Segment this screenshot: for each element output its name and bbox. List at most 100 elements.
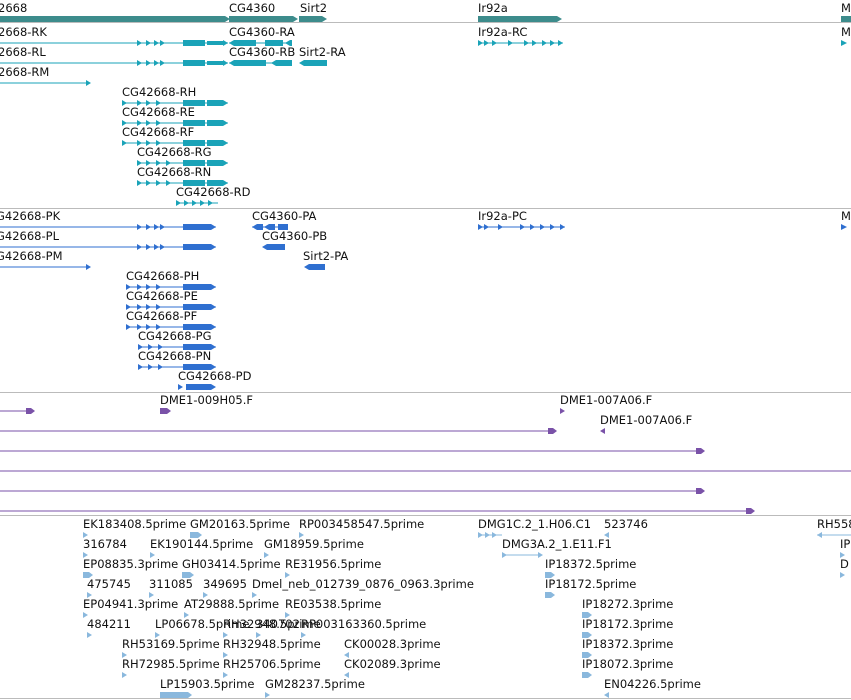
transcript-feature[interactable]: CG42668-PH bbox=[126, 269, 216, 290]
transcript-feature[interactable]: CG4360-PA bbox=[252, 209, 317, 230]
transcript-track-cds: G42668-PK CG4360-PA Ir92a-PC M G42668-PL… bbox=[0, 209, 851, 390]
est-feature[interactable]: 311085 bbox=[149, 577, 193, 598]
transcript-feature[interactable]: CG4360-RA bbox=[229, 25, 295, 46]
transcript-feature[interactable]: Sirt2-RA bbox=[299, 45, 346, 66]
clone-end-glyph bbox=[696, 488, 705, 494]
est-feature[interactable]: 316784 bbox=[83, 537, 127, 558]
est-feature[interactable]: 475745 bbox=[87, 577, 131, 598]
transcript-feature[interactable]: CG42668-PE bbox=[126, 289, 216, 310]
est-feature[interactable]: EP08835.3prime bbox=[83, 557, 178, 578]
est-feature[interactable]: 340702 bbox=[256, 617, 300, 638]
transcript-feature[interactable]: CG42668-RG bbox=[137, 145, 228, 166]
est-feature[interactable]: IP18372.3prime bbox=[582, 637, 673, 658]
est-feature[interactable]: RH558 bbox=[817, 517, 851, 538]
transcript-feature[interactable]: G42668-PL bbox=[0, 229, 216, 250]
est-feature[interactable]: DMG3A.2_1.E11.F1 bbox=[502, 537, 612, 558]
est-feature[interactable]: IP18072.3prime bbox=[582, 657, 673, 678]
transcript-feature[interactable]: CG42668-PG bbox=[138, 329, 216, 350]
est-feature[interactable]: GM18959.5prime bbox=[264, 537, 364, 558]
est-feature[interactable]: RH32948.5prime bbox=[223, 617, 321, 638]
transcript-feature[interactable]: CG42668-RH bbox=[122, 85, 228, 106]
transcript-feature[interactable]: 2668-RM bbox=[0, 65, 91, 86]
gene-glyph[interactable] bbox=[229, 16, 298, 22]
transcript-feature[interactable]: 2668-RK bbox=[0, 25, 228, 46]
clone-feature[interactable] bbox=[0, 408, 35, 414]
est-label: LP06678.5prime bbox=[155, 617, 249, 631]
est-feature[interactable]: RP003458547.5prime bbox=[299, 517, 424, 538]
transcript-feature[interactable]: CG42668-PD bbox=[178, 369, 252, 390]
transcript-feature[interactable]: Ir92a-PC bbox=[478, 209, 565, 230]
exon-glyph bbox=[122, 120, 161, 126]
est-feature[interactable]: GM20163.5prime bbox=[190, 517, 290, 538]
gene-glyph[interactable] bbox=[299, 16, 327, 22]
gene-glyph[interactable] bbox=[0, 16, 230, 22]
est-glyph bbox=[299, 532, 304, 538]
est-feature[interactable]: RP003163360.5prime bbox=[301, 617, 426, 638]
clone-feature[interactable] bbox=[0, 508, 755, 514]
transcript-feature[interactable]: CG42668-RD bbox=[176, 185, 251, 206]
est-feature[interactable]: EK183408.5prime bbox=[83, 517, 186, 538]
gene-feature[interactable]: CG4360 bbox=[229, 1, 298, 22]
est-feature[interactable]: RH72985.5prime bbox=[122, 657, 220, 678]
transcript-feature[interactable]: 2668-RL bbox=[0, 45, 228, 66]
est-feature[interactable]: CK02089.3prime bbox=[344, 657, 441, 678]
est-feature[interactable]: IP18272.3prime bbox=[582, 597, 673, 618]
transcript-feature[interactable]: Ir92a-RC bbox=[478, 25, 563, 46]
exon-glyph bbox=[137, 244, 165, 250]
est-feature[interactable]: RH25706.5prime bbox=[223, 657, 321, 678]
gene-glyph[interactable] bbox=[841, 16, 851, 22]
gene-feature[interactable]: M bbox=[841, 1, 851, 22]
transcript-feature[interactable]: CG42668-PN bbox=[138, 349, 216, 370]
transcript-feature[interactable]: M bbox=[841, 209, 851, 230]
est-feature[interactable]: IP18372.5prime bbox=[545, 557, 636, 578]
exon-glyph bbox=[304, 264, 325, 270]
est-feature[interactable]: EP04941.3prime bbox=[83, 597, 178, 618]
transcript-feature[interactable]: M bbox=[841, 25, 851, 46]
est-feature[interactable]: GH03414.5prime bbox=[182, 557, 281, 578]
gene-feature[interactable]: Ir92a bbox=[478, 1, 562, 22]
est-feature[interactable]: IP bbox=[840, 537, 850, 558]
clone-feature[interactable]: DME1-007A06.F bbox=[560, 393, 652, 414]
clone-feature[interactable] bbox=[0, 428, 557, 434]
est-label: IP18372.3prime bbox=[582, 637, 673, 651]
exon-glyph bbox=[478, 224, 565, 230]
transcript-feature[interactable]: CG42668-PF bbox=[126, 309, 216, 330]
gene-feature[interactable]: Sirt2 bbox=[299, 1, 327, 22]
transcript-label: CG4360-PB bbox=[262, 229, 327, 243]
gene-feature[interactable]: 2668 bbox=[0, 1, 230, 22]
transcript-feature[interactable]: CG42668-RE bbox=[122, 105, 228, 126]
est-feature[interactable]: 349695 bbox=[203, 577, 247, 598]
clone-feature[interactable]: DME1-007A06.F bbox=[600, 413, 692, 434]
est-feature[interactable]: RH32948.5prime bbox=[223, 637, 321, 658]
est-label: RH32948.5prime bbox=[223, 617, 321, 631]
est-feature[interactable]: RE03538.5prime bbox=[285, 597, 381, 618]
est-feature[interactable]: D bbox=[840, 557, 849, 578]
transcript-feature[interactable]: G42668-PM bbox=[0, 249, 91, 270]
est-feature[interactable]: CK00028.3prime bbox=[344, 637, 441, 658]
est-feature[interactable]: 484211 bbox=[87, 617, 131, 638]
est-feature[interactable]: LP15903.5prime bbox=[160, 677, 254, 698]
est-feature[interactable]: DMG1C.2_1.H06.C1 bbox=[478, 517, 591, 538]
est-feature[interactable]: IP18172.3prime bbox=[582, 617, 673, 638]
est-feature[interactable]: IP18172.5prime bbox=[545, 577, 636, 598]
transcript-feature[interactable]: CG42668-RN bbox=[137, 165, 228, 186]
transcript-feature[interactable]: CG4360-RB bbox=[229, 45, 295, 66]
est-feature[interactable]: 523746 bbox=[604, 517, 648, 538]
clone-feature[interactable] bbox=[0, 448, 705, 454]
transcript-feature[interactable]: CG42668-RF bbox=[122, 125, 228, 146]
clone-feature[interactable]: DME1-009H05.F bbox=[160, 393, 253, 414]
est-feature[interactable]: EK190144.5prime bbox=[150, 537, 253, 558]
transcript-feature[interactable]: CG4360-PB bbox=[262, 229, 327, 250]
clone-feature[interactable] bbox=[0, 488, 705, 494]
est-feature[interactable]: RE31956.5prime bbox=[285, 557, 381, 578]
transcript-feature[interactable]: Sirt2-PA bbox=[303, 249, 348, 270]
est-feature[interactable]: LP06678.5prime bbox=[155, 617, 249, 638]
est-feature[interactable]: AT29888.5prime bbox=[184, 597, 279, 618]
est-feature[interactable]: EN04226.5prime bbox=[604, 677, 701, 698]
est-feature[interactable]: Dmel_neb_012739_0876_0963.3prime bbox=[252, 577, 474, 598]
clone-label: DME1-007A06.F bbox=[600, 413, 692, 427]
est-feature[interactable]: RH53169.5prime bbox=[122, 637, 220, 658]
gene-glyph[interactable] bbox=[478, 16, 562, 22]
transcript-feature[interactable]: G42668-PK bbox=[0, 209, 216, 230]
est-feature[interactable]: GM28237.5prime bbox=[265, 677, 365, 698]
